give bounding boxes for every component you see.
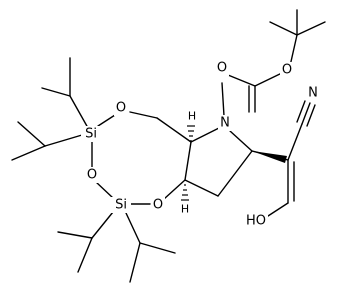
bonds xyxy=(11,9,326,283)
svg-text:HO: HO xyxy=(246,214,266,229)
atom-si-bottom: Si xyxy=(111,197,131,213)
svg-text:H: H xyxy=(188,110,196,123)
bond-si-ipr-3 xyxy=(91,211,114,239)
hashed-bond-bottom-h xyxy=(181,184,189,201)
bond-ring-fusion xyxy=(184,141,192,181)
bond-tbu-3 xyxy=(296,21,326,36)
atom-oh-group: HO xyxy=(244,213,268,229)
svg-text:Si: Si xyxy=(85,127,97,142)
atom-h-bottom: H xyxy=(180,203,190,216)
bond-n-c-right xyxy=(229,130,253,152)
bond-ring-bottom-1 xyxy=(184,179,219,197)
bond-ipr3-me-1 xyxy=(57,231,93,239)
atom-o-lower: O xyxy=(151,197,165,213)
bond-ring-ch2 xyxy=(156,117,192,143)
atom-labels: O O N N O Si O Si xyxy=(81,60,320,229)
bond-nitrile-stem xyxy=(287,123,303,161)
svg-text:O: O xyxy=(116,101,126,116)
svg-text:Si: Si xyxy=(115,198,127,213)
bond-o-si-top xyxy=(97,114,116,127)
hashed-bond-top-h xyxy=(187,125,195,142)
svg-text:H: H xyxy=(181,203,189,216)
bond-nitrile-triple-1 xyxy=(301,102,311,125)
bond-ch2-o xyxy=(129,111,158,119)
atom-h-top: H xyxy=(187,110,197,123)
stereo-bonds xyxy=(181,125,287,201)
svg-text:O: O xyxy=(87,168,97,183)
atom-o-top: O xyxy=(114,100,128,116)
bond-o-ring xyxy=(163,179,186,200)
bond-tbu-4 xyxy=(289,34,298,67)
bond-ipr4-me-1 xyxy=(139,242,176,254)
atom-si-top: Si xyxy=(81,126,101,142)
svg-text:O: O xyxy=(217,61,227,76)
bond-tbu-2 xyxy=(269,21,298,36)
bond-si-ipr-1 xyxy=(69,95,89,129)
svg-text:O: O xyxy=(153,198,163,213)
bond-nitrile-triple-3 xyxy=(306,104,316,127)
bond-o-tbu xyxy=(254,71,285,87)
atom-n-ring: N xyxy=(218,115,232,131)
bond-ipr2-me-1 xyxy=(17,121,46,147)
bond-c-n xyxy=(221,82,225,117)
bond-ipr2-me-2 xyxy=(11,145,46,161)
bond-ipr1-me-1 xyxy=(41,87,71,97)
bond-ipr3-me-2 xyxy=(77,237,93,273)
bond-enol-o xyxy=(267,202,289,217)
bond-n-c-upper xyxy=(190,127,220,143)
bond-c-o-ester xyxy=(227,74,256,87)
bond-ipr4-me-2 xyxy=(129,242,141,283)
svg-text:O: O xyxy=(282,63,292,78)
atom-n-nitrile: N xyxy=(306,85,320,101)
wedge-bond-side-chain xyxy=(252,151,287,163)
atom-o-carbonyl: O xyxy=(215,60,229,76)
bond-si-ipr-4 xyxy=(125,212,141,244)
atom-o-bridge: O xyxy=(85,167,99,183)
bond-ring-bottom-2 xyxy=(217,150,253,197)
bond-si-ipr-2 xyxy=(44,134,83,147)
svg-text:N: N xyxy=(308,86,318,101)
svg-text:N: N xyxy=(220,116,230,131)
bond-o-si-bottom xyxy=(95,181,114,199)
bond-nitrile-triple-2 xyxy=(296,100,306,123)
atom-o-tbutoxy: O xyxy=(280,62,294,78)
